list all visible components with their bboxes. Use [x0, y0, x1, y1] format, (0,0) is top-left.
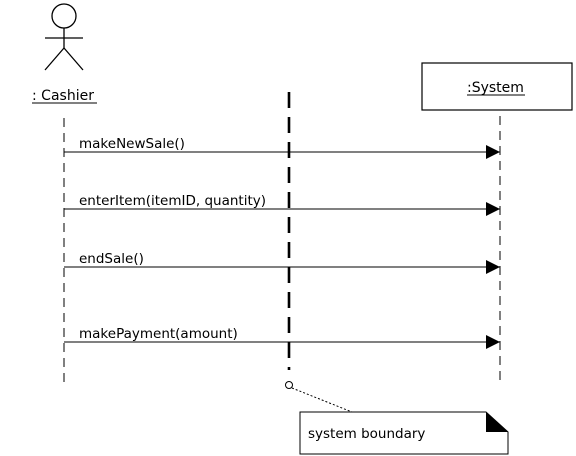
cashier-actor-icon: [44, 3, 84, 71]
note-anchor-icon: [285, 381, 293, 389]
message-label-make-payment: makePayment(amount): [79, 326, 238, 342]
system-box: [421, 62, 573, 111]
note-folded-corner-icon: [486, 412, 508, 432]
system-label: :System: [467, 80, 524, 96]
message-label-end-sale: endSale(): [79, 251, 144, 267]
note-connector: [291, 387, 353, 413]
cashier-label: : Cashier: [32, 88, 94, 104]
note-box: [299, 411, 509, 455]
message-label-enter-item: enterItem(itemID, quantity): [79, 193, 266, 209]
message-label-make-new-sale: makeNewSale(): [79, 136, 185, 152]
note-label: system boundary: [308, 426, 425, 442]
